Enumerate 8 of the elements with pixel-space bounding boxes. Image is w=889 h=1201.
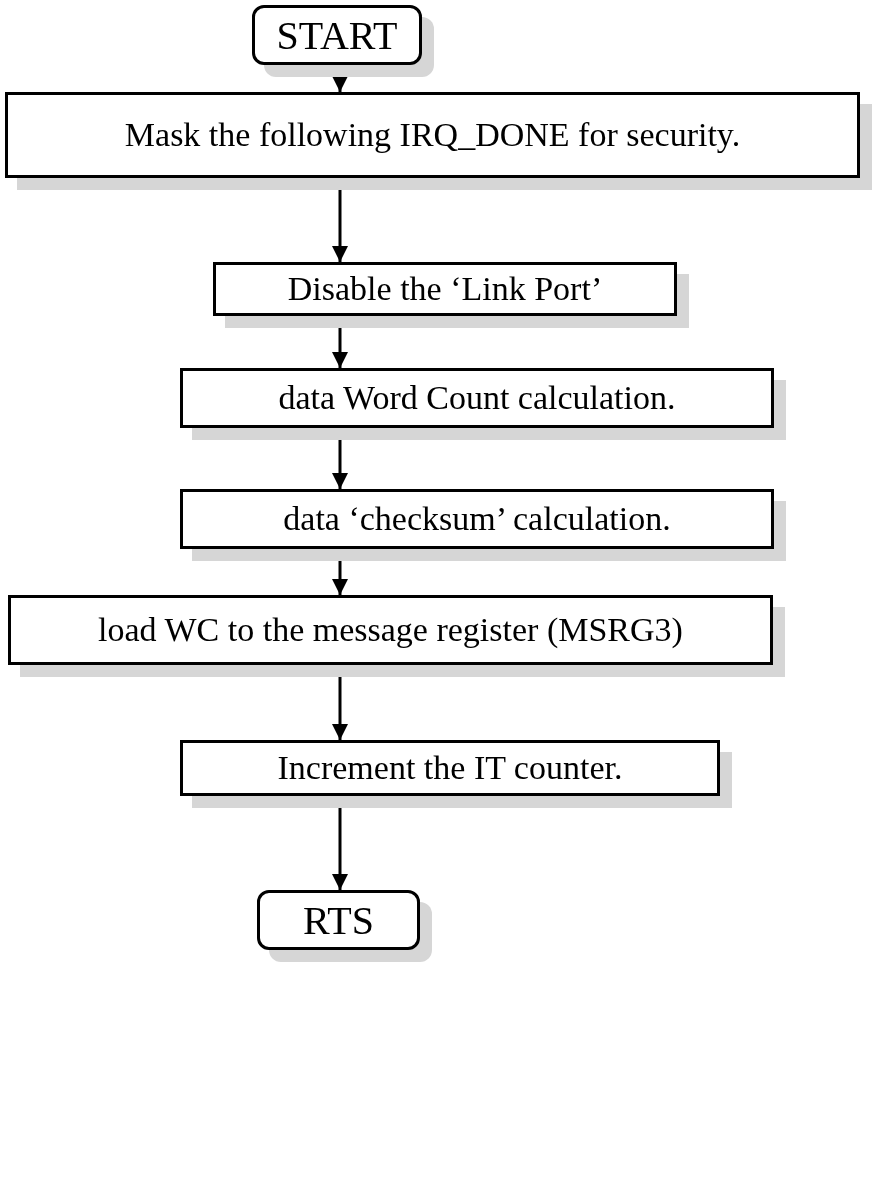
step-text: load WC to the message register (MSRG3) [98,611,683,649]
step-text: data ‘checksum’ calculation. [283,500,671,538]
step-text: data Word Count calculation. [278,379,676,417]
step-text: Mask the following IRQ_DONE for security. [124,116,741,154]
step-text: Disable the ‘Link Port’ [287,270,603,308]
step-text: START [276,11,398,59]
step-text: Increment the IT counter. [277,749,623,787]
step-text: RTS [303,896,374,944]
